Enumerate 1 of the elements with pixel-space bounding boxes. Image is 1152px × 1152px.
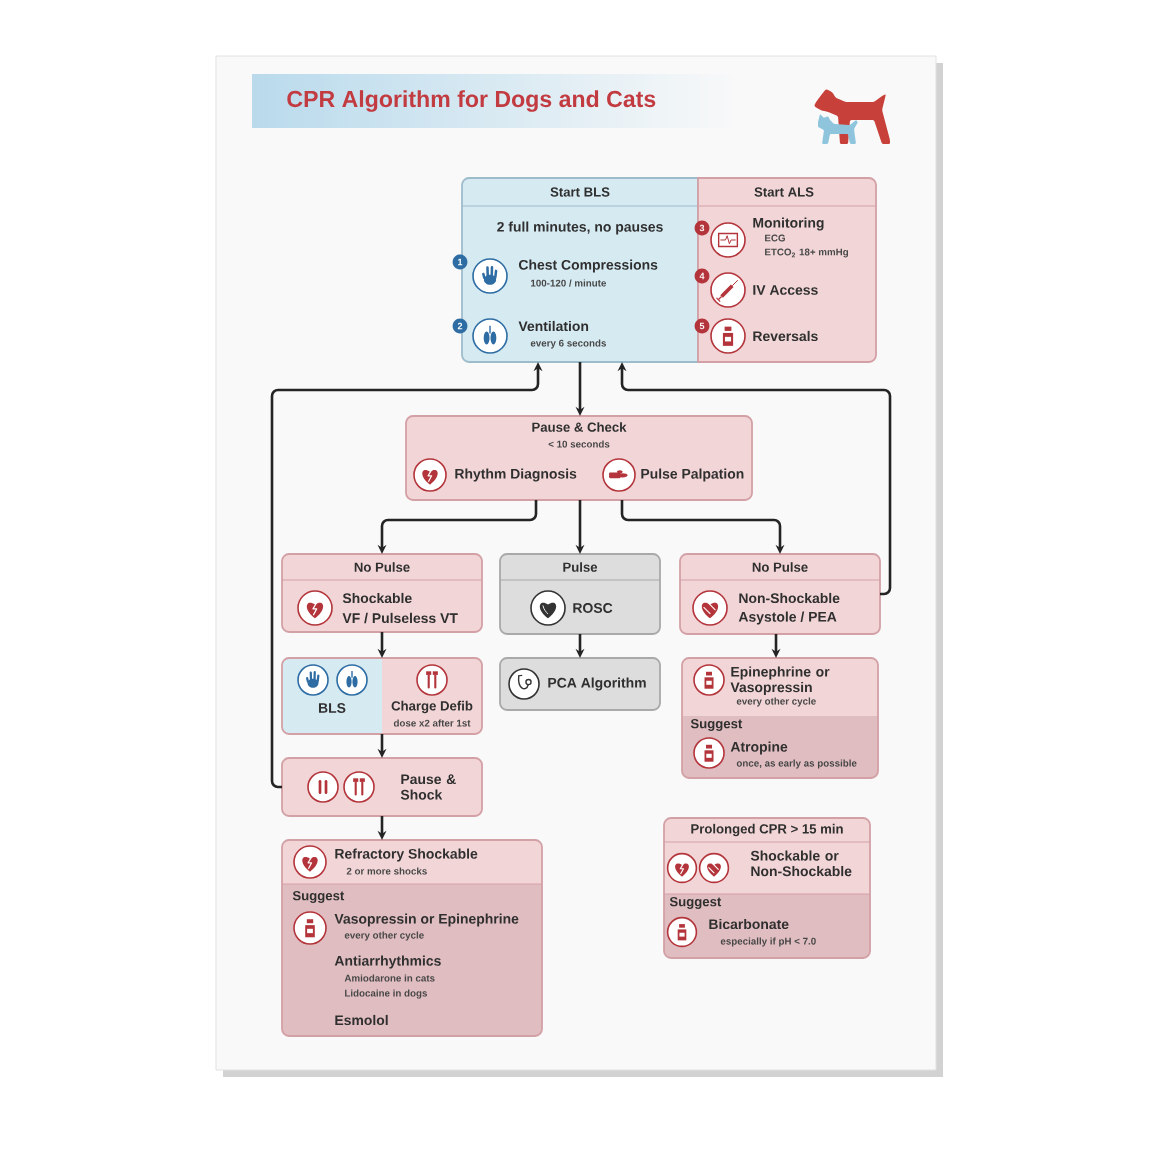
title: CPR Algorithm for Dogs and Cats	[287, 90, 656, 112]
